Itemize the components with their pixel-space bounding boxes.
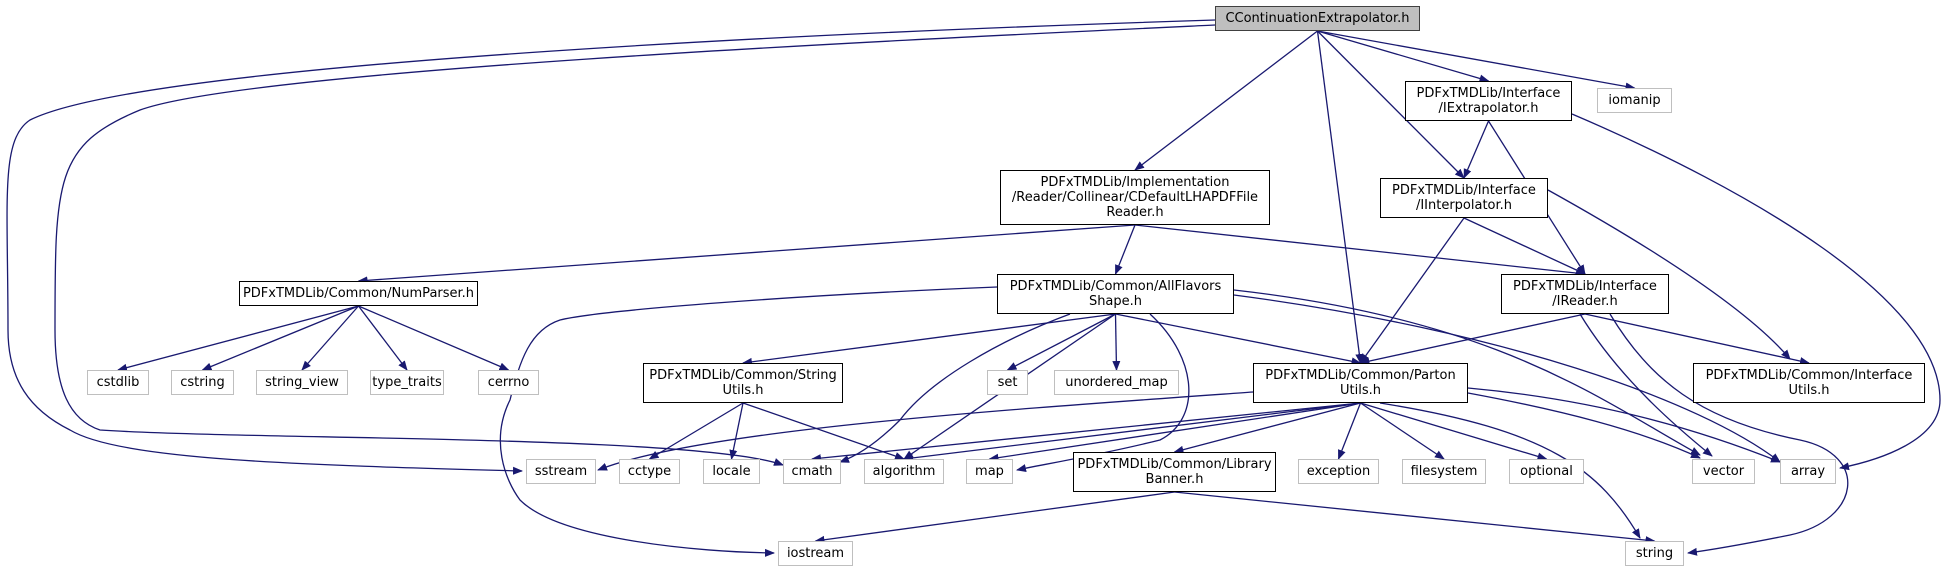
edge-partonutils-to-librarybanner bbox=[1173, 402, 1361, 454]
graph-node-string: string bbox=[1625, 541, 1684, 566]
edge-numparser-to-cstring bbox=[201, 305, 359, 371]
graph-node-allflavors[interactable]: PDFxTMDLib/Common/AllFlavors Shape.h bbox=[997, 274, 1234, 314]
graph-node-partonutils[interactable]: PDFxTMDLib/Common/Parton Utils.h bbox=[1253, 363, 1468, 403]
graph-node-numparser[interactable]: PDFxTMDLib/Common/NumParser.h bbox=[239, 281, 478, 306]
edge-iinterpolator-to-interfaceutils bbox=[1547, 189, 1791, 360]
graph-node-stringutils[interactable]: PDFxTMDLib/Common/String Utils.h bbox=[643, 363, 843, 403]
edge-allflavors-to-array bbox=[1233, 294, 1781, 463]
edge-partonutils-to-optional bbox=[1360, 402, 1548, 461]
edge-ireader-to-interfaceutils bbox=[1584, 313, 1810, 365]
graph-node-algorithm: algorithm bbox=[864, 459, 944, 484]
edge-partonutils-to-filesystem bbox=[1360, 402, 1445, 460]
edge-numparser-to-string-view bbox=[301, 305, 359, 371]
edge-partonutils-to-algorithm bbox=[903, 402, 1361, 462]
graph-node-cstdlib: cstdlib bbox=[87, 370, 149, 395]
graph-node-root[interactable]: CContinuationExtrapolator.h bbox=[1215, 6, 1420, 31]
edge-root-to-sstream bbox=[6, 19, 1216, 475]
edge-partonutils-to-exception bbox=[1337, 402, 1362, 460]
edge-partonutils-to-array bbox=[1467, 387, 1781, 463]
edge-root-to-cmath bbox=[54, 24, 1216, 466]
edge-allflavors-to-cmath bbox=[839, 313, 1071, 463]
edge-root-to-iinterpolator bbox=[1317, 30, 1465, 179]
edge-ireader-to-vector bbox=[1579, 313, 1713, 457]
edge-iextrapolator-to-iinterpolator bbox=[1463, 120, 1490, 179]
edge-allflavors-to-unordered-map bbox=[1112, 313, 1121, 371]
graph-node-optional: optional bbox=[1509, 459, 1584, 484]
edge-stringutils-to-algorithm bbox=[742, 402, 905, 460]
edge-allflavors-to-vector bbox=[1233, 289, 1701, 456]
edge-partonutils-to-string bbox=[1379, 402, 1641, 539]
edge-ireader-to-string bbox=[1609, 313, 1849, 556]
graph-node-interfaceutils[interactable]: PDFxTMDLib/Common/Interface Utils.h bbox=[1693, 363, 1925, 403]
edge-allflavors-to-map bbox=[1016, 313, 1190, 472]
edge-partonutils-to-vector bbox=[1467, 392, 1701, 459]
edge-allflavors-to-iostream bbox=[499, 286, 998, 557]
edge-root-to-iextrapolator bbox=[1317, 30, 1490, 83]
graph-node-iostream: iostream bbox=[778, 541, 853, 566]
graph-node-map: map bbox=[966, 459, 1013, 484]
edge-allflavors-to-set bbox=[1006, 313, 1116, 371]
graph-node-type-traits: type_traits bbox=[370, 370, 444, 395]
edge-iinterpolator-to-partonutils bbox=[1359, 217, 1465, 364]
edge-stringutils-to-locale bbox=[729, 402, 744, 460]
graph-node-iomanip: iomanip bbox=[1597, 88, 1672, 113]
edge-cdefault-to-allflavors bbox=[1114, 224, 1136, 275]
edge-librarybanner-to-string bbox=[1174, 491, 1656, 545]
graph-node-string-view: string_view bbox=[256, 370, 348, 395]
graph-node-unordered-map: unordered_map bbox=[1054, 370, 1179, 395]
edge-root-to-partonutils bbox=[1316, 30, 1364, 364]
edge-numparser-to-cerrno bbox=[358, 305, 510, 371]
edge-ireader-to-partonutils bbox=[1359, 313, 1586, 365]
graph-node-iextrapolator[interactable]: PDFxTMDLib/Interface /IExtrapolator.h bbox=[1405, 81, 1572, 121]
edge-iinterpolator-to-ireader bbox=[1463, 217, 1586, 275]
edge-numparser-to-type-traits bbox=[357, 305, 408, 371]
edge-iextrapolator-to-array bbox=[1571, 113, 1941, 471]
edge-cdefault-to-ireader bbox=[1134, 224, 1586, 278]
graph-node-cmath: cmath bbox=[783, 459, 841, 484]
graph-node-array: array bbox=[1780, 459, 1836, 484]
graph-node-cstring: cstring bbox=[171, 370, 234, 395]
edge-partonutils-to-cmath bbox=[811, 402, 1361, 463]
edge-partonutils-to-sstream bbox=[597, 391, 1254, 471]
edge-allflavors-to-partonutils bbox=[1115, 313, 1362, 366]
graph-node-locale: locale bbox=[703, 459, 760, 484]
graph-node-cdefault[interactable]: PDFxTMDLib/Implementation /Reader/Collin… bbox=[1000, 170, 1270, 225]
graph-node-sstream: sstream bbox=[526, 459, 596, 484]
edge-root-to-cdefault bbox=[1134, 30, 1318, 171]
graph-node-librarybanner[interactable]: PDFxTMDLib/Common/Library Banner.h bbox=[1073, 452, 1276, 492]
graph-node-ireader[interactable]: PDFxTMDLib/Interface /IReader.h bbox=[1501, 274, 1669, 314]
edge-root-to-iomanip bbox=[1317, 30, 1636, 91]
graph-node-cctype: cctype bbox=[619, 459, 680, 484]
edge-stringutils-to-cctype bbox=[648, 402, 744, 460]
graph-node-vector: vector bbox=[1692, 459, 1755, 484]
graph-node-exception: exception bbox=[1298, 459, 1379, 484]
graph-node-iinterpolator[interactable]: PDFxTMDLib/Interface /IInterpolator.h bbox=[1380, 178, 1548, 218]
edge-partonutils-to-map bbox=[988, 402, 1361, 462]
edge-numparser-to-cstdlib bbox=[117, 305, 359, 372]
edge-cdefault-to-numparser bbox=[357, 224, 1136, 285]
graph-node-cerrno: cerrno bbox=[478, 370, 539, 395]
edge-librarybanner-to-iostream bbox=[814, 491, 1175, 544]
edge-allflavors-to-stringutils bbox=[742, 313, 1116, 366]
graph-node-set: set bbox=[987, 370, 1028, 395]
graph-node-filesystem: filesystem bbox=[1402, 459, 1486, 484]
